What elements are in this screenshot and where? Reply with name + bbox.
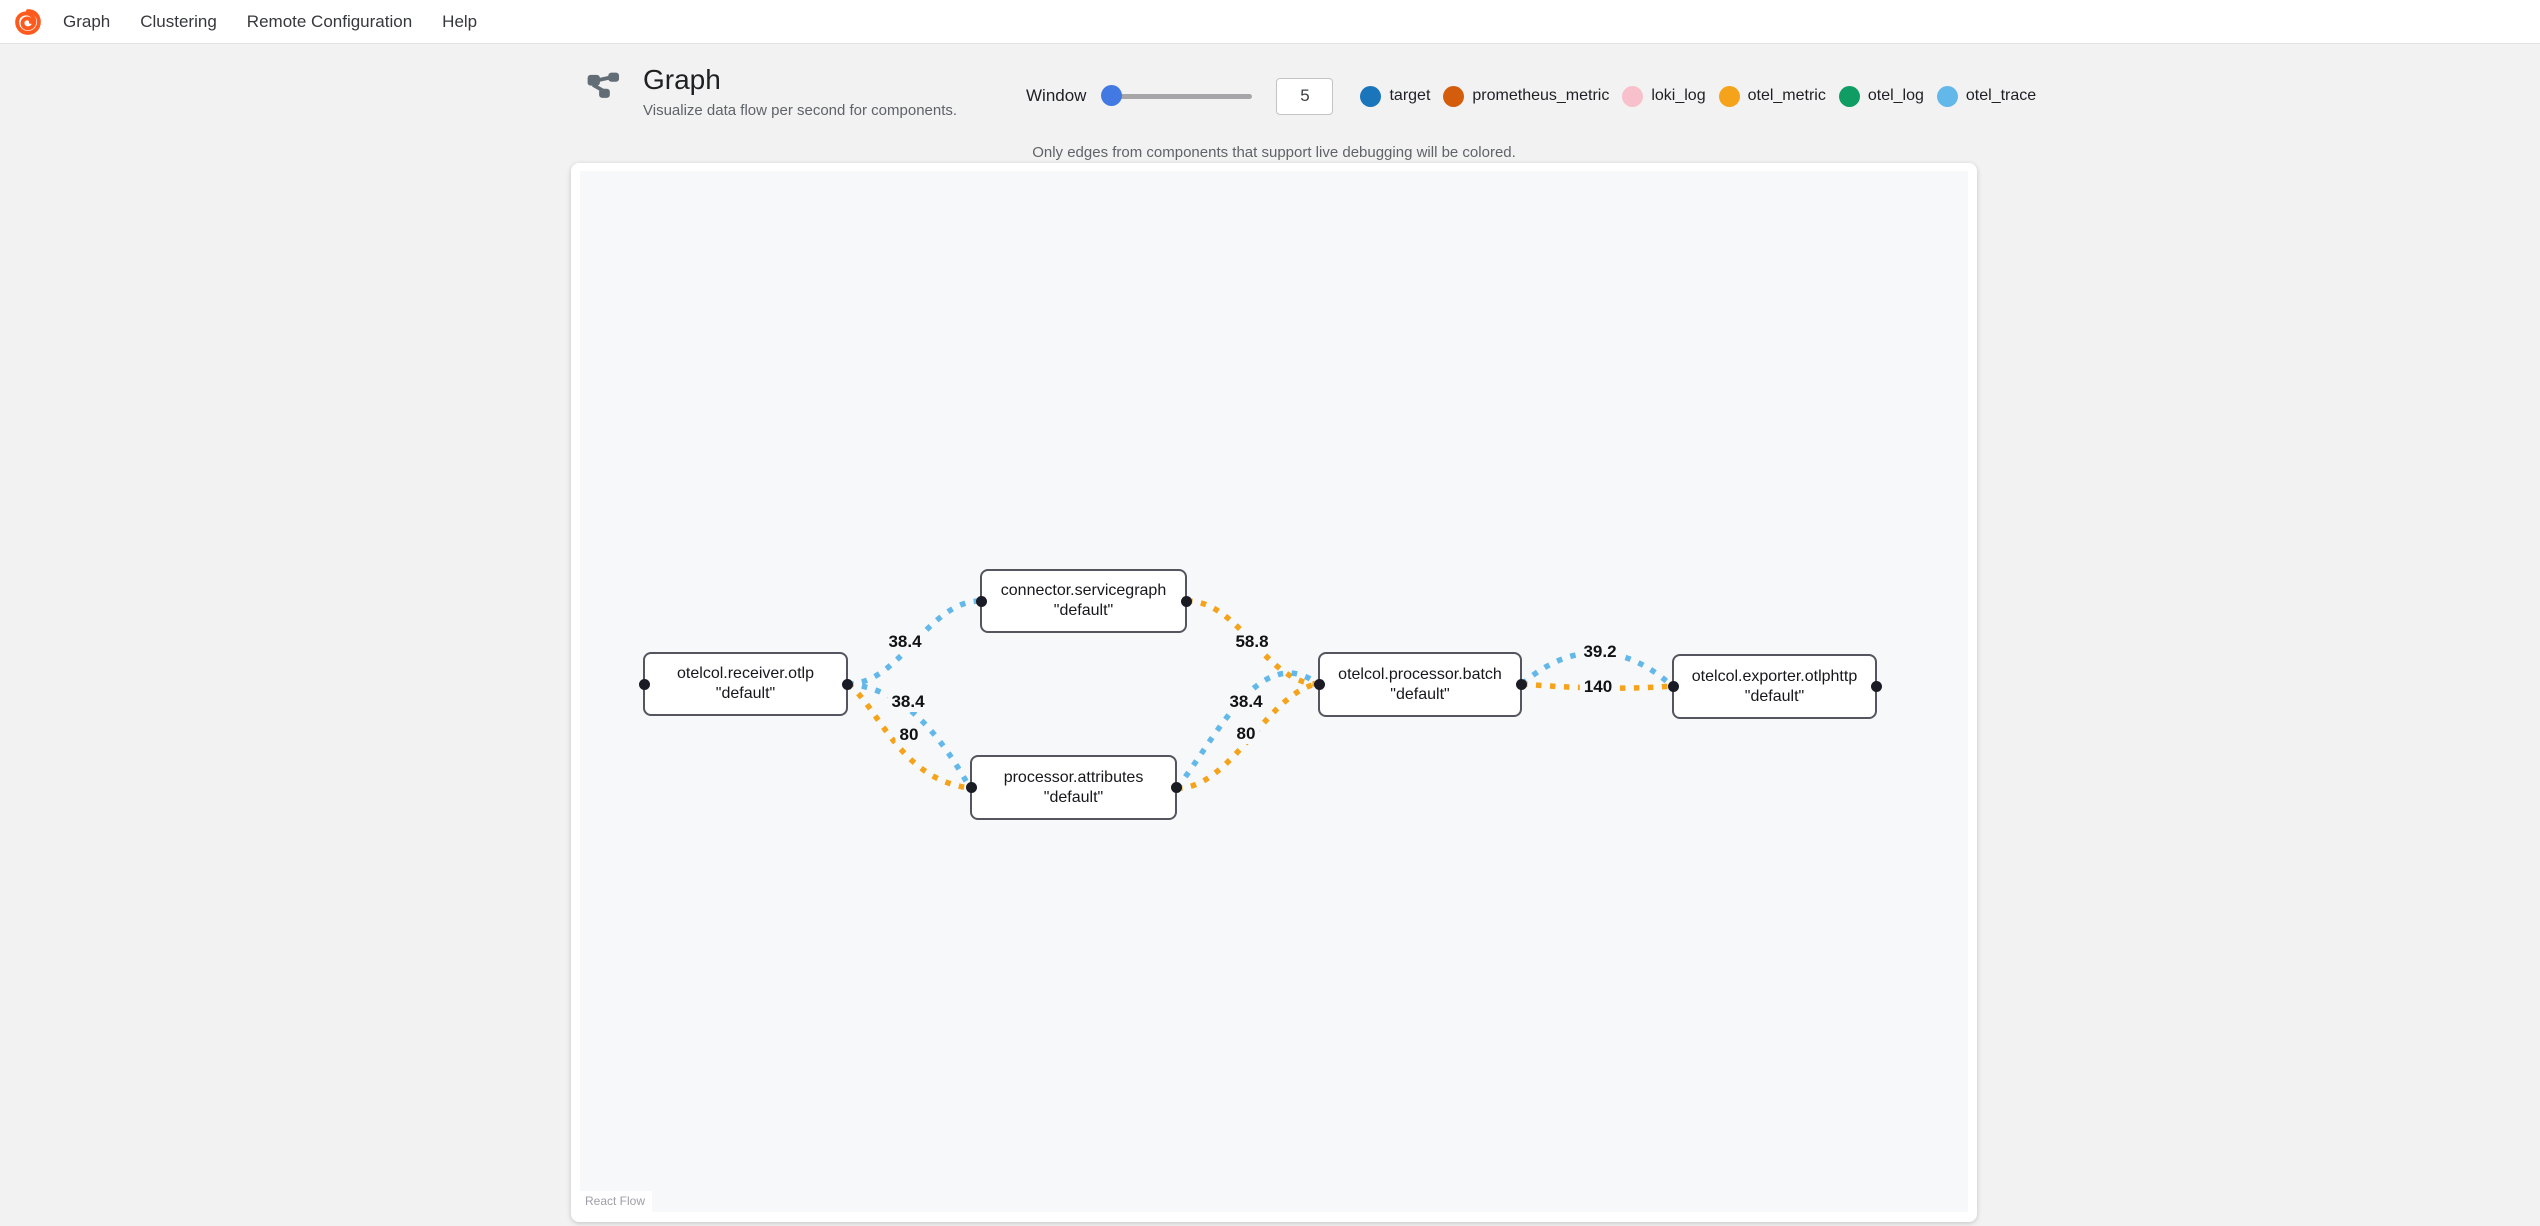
legend-label: otel_log xyxy=(1867,87,1924,104)
nav-item-help[interactable]: Help xyxy=(442,11,478,31)
node-handle-right[interactable] xyxy=(1170,782,1182,793)
legend-label: prometheus_metric xyxy=(1472,87,1610,104)
page-title: Graph xyxy=(643,64,721,95)
node-handle-right[interactable] xyxy=(1180,595,1192,607)
legend-label: loki_log xyxy=(1651,87,1706,104)
slider-thumb[interactable] xyxy=(1101,85,1123,106)
node-handle-left[interactable] xyxy=(965,782,977,793)
node-title: otelcol.receiver.otlp xyxy=(677,665,814,682)
otel-metric-color-dot xyxy=(1718,85,1740,107)
legend-item-otel-trace: otel_trace xyxy=(1936,85,2037,107)
nav-item-remote-configuration[interactable]: Remote Configuration xyxy=(246,11,413,31)
page-header: Graph Visualize data flow per second for… xyxy=(583,64,957,119)
node-instance: "default" xyxy=(1744,687,1805,705)
node-title: otelcol.exporter.otlphttp xyxy=(1691,667,1858,685)
graph-node-attributes[interactable]: processor.attributes "default" xyxy=(965,755,1182,820)
legend: target prometheus_metric loki_log otel_m… xyxy=(1347,85,2037,107)
legend-item-otel-log: otel_log xyxy=(1838,85,1924,107)
legend-label: target xyxy=(1389,87,1431,104)
otel-trace-color-dot xyxy=(1936,85,1958,107)
window-slider[interactable] xyxy=(1101,85,1253,107)
node-title: connector.servicegraph xyxy=(1000,582,1167,599)
live-debugging-note: Only edges from components that support … xyxy=(1032,144,1516,161)
nav-item-clustering[interactable]: Clustering xyxy=(140,11,217,31)
node-handle-right[interactable] xyxy=(841,678,853,690)
node-instance: "default" xyxy=(1390,685,1450,703)
legend-item-target: target xyxy=(1360,85,1431,107)
navbar: Graph Clustering Remote Configuration He… xyxy=(0,0,2540,44)
legend-item-loki-log: loki_log xyxy=(1622,85,1706,107)
alloy-spiral-icon xyxy=(15,8,41,35)
node-title: otelcol.processor.batch xyxy=(1338,665,1502,683)
legend-item-otel-metric: otel_metric xyxy=(1718,85,1826,107)
node-instance: "default" xyxy=(1043,788,1104,806)
graph-node-exporter[interactable]: otelcol.exporter.otlphttp "default" xyxy=(1667,654,1882,719)
legend-label: otel_trace xyxy=(1965,87,2037,104)
legend-item-prometheus-metric: prometheus_metric xyxy=(1443,85,1610,107)
page-subtitle: Visualize data flow per second for compo… xyxy=(643,102,958,119)
window-label: Window xyxy=(1026,86,1087,105)
graph-icon xyxy=(587,72,620,98)
node-instance: "default" xyxy=(715,685,776,702)
otel-log-color-dot xyxy=(1838,85,1860,107)
legend-label: otel_metric xyxy=(1747,87,1826,104)
controls-row: Window target prometheus_metric loki_log… xyxy=(1026,76,2036,116)
node-instance: "default" xyxy=(1053,602,1114,619)
slider-track[interactable] xyxy=(1102,94,1253,99)
graph-node-receiver[interactable]: otelcol.receiver.otlp "default" xyxy=(638,652,853,716)
node-handle-left[interactable] xyxy=(1667,681,1679,692)
node-handle-left[interactable] xyxy=(638,678,650,690)
prometheus-metric-color-dot xyxy=(1443,85,1465,107)
node-handle-left[interactable] xyxy=(1313,679,1325,690)
reactflow-attribution[interactable]: React Flow xyxy=(580,1191,653,1212)
graph-node-batch[interactable]: otelcol.processor.batch "default" xyxy=(1313,652,1527,717)
loki-log-color-dot xyxy=(1622,85,1644,107)
nav-item-graph[interactable]: Graph xyxy=(63,11,111,31)
window-input[interactable] xyxy=(1276,77,1334,115)
target-color-dot xyxy=(1360,85,1382,107)
graph-node-servicegraph[interactable]: connector.servicegraph "default" xyxy=(975,569,1192,633)
node-handle-left[interactable] xyxy=(975,595,987,607)
node-handle-right[interactable] xyxy=(1870,681,1882,692)
node-handle-right[interactable] xyxy=(1515,679,1527,690)
alloy-logo-icon[interactable] xyxy=(13,7,43,37)
node-title: processor.attributes xyxy=(1003,768,1144,786)
